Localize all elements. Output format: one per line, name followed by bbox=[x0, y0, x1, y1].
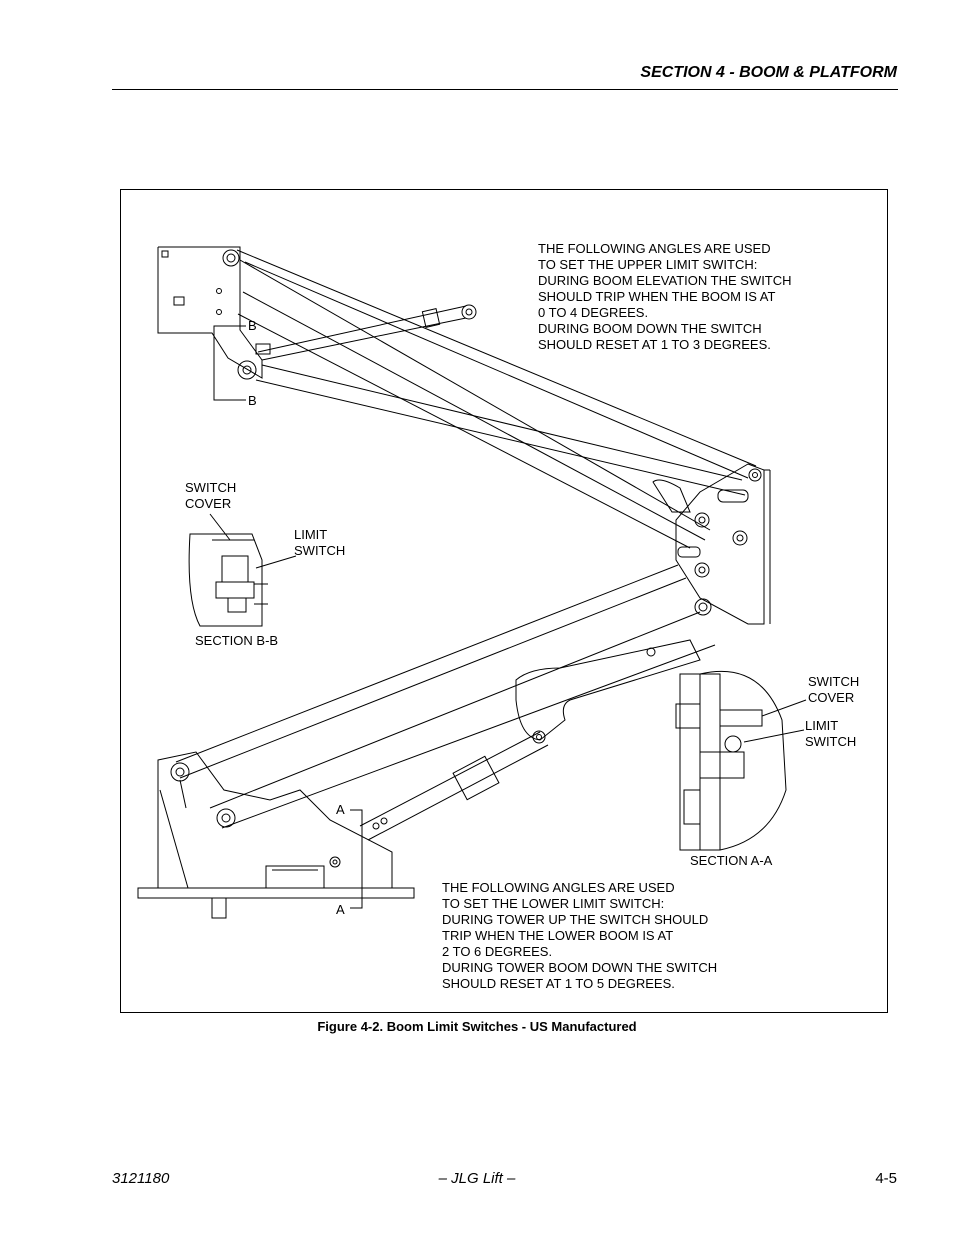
figure-caption: Figure 4-2. Boom Limit Switches - US Man… bbox=[317, 1019, 637, 1034]
section-bb-detail bbox=[188, 513, 297, 627]
footer-center: – JLG Lift – bbox=[438, 1170, 516, 1187]
tower-head bbox=[652, 463, 771, 625]
upper-cylinder bbox=[255, 304, 477, 361]
section-aa-label: SECTION A-A bbox=[690, 853, 773, 868]
b-marker-top: B bbox=[248, 318, 257, 333]
limit-switch-label-bb: LIMIT SWITCH bbox=[294, 527, 346, 558]
turntable-base bbox=[137, 751, 415, 919]
header-rule bbox=[112, 89, 898, 90]
doc-number: 3121180 bbox=[112, 1170, 170, 1187]
a-marker-bottom: A bbox=[336, 902, 345, 917]
lower-boom bbox=[175, 564, 716, 829]
section-bb-label: SECTION B-B bbox=[195, 633, 279, 648]
switch-cover-label-bb: SWITCH COVER bbox=[185, 480, 237, 511]
section-aa-marker bbox=[350, 809, 363, 909]
lower-limit-note: THE FOLLOWING ANGLES ARE USED TO SET THE… bbox=[442, 880, 718, 991]
b-marker-bottom: B bbox=[248, 393, 257, 408]
page-number: 4-5 bbox=[875, 1170, 897, 1187]
figure-frame bbox=[120, 189, 888, 1013]
section-aa-detail bbox=[675, 670, 807, 851]
upper-limit-note: THE FOLLOWING ANGLES ARE USED TO SET THE… bbox=[538, 241, 792, 352]
limit-switch-label-aa: LIMIT SWITCH bbox=[805, 718, 857, 749]
switch-cover-label-aa: SWITCH COVER bbox=[808, 674, 860, 705]
upper-boom bbox=[236, 249, 757, 549]
section-title: SECTION 4 - BOOM & PLATFORM bbox=[640, 64, 897, 81]
a-marker-top: A bbox=[336, 802, 345, 817]
upper-pivot-bracket bbox=[157, 246, 263, 380]
lower-cylinder bbox=[359, 730, 549, 841]
section-bb-marker bbox=[213, 325, 246, 401]
